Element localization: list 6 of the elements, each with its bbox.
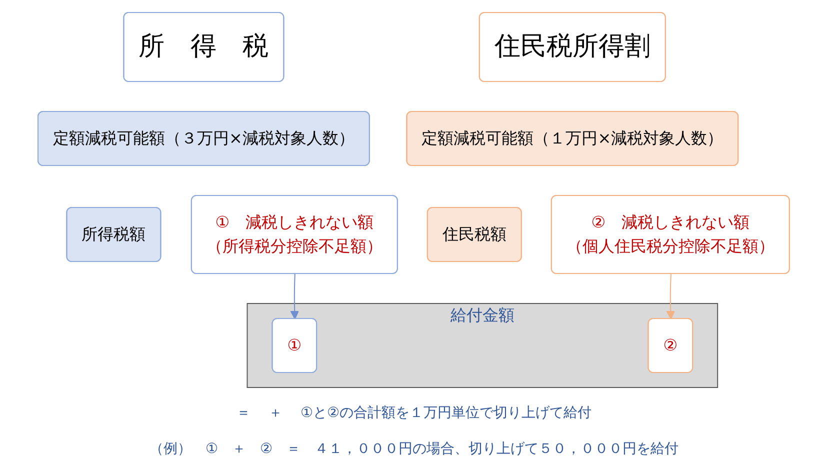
note-text: ①と②の合計額を１万円単位で切り上げて給付 (300, 404, 592, 422)
arrow (290, 274, 300, 320)
arrow (666, 274, 676, 320)
note-text: （例） ① ＋ ② ＝ ４１，０００円の場合、切り上げて５０，０００円を給付 (149, 440, 679, 458)
note-text: ＋ (268, 404, 282, 422)
note-text: ＝ (236, 404, 250, 422)
